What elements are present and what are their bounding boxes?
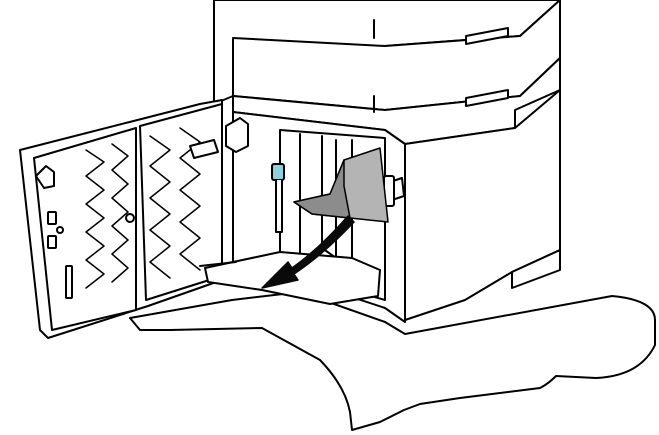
door-handle-slot	[35, 165, 55, 189]
base-plate	[129, 291, 656, 431]
door-hatch-pattern	[85, 127, 201, 289]
jammed-paper	[293, 147, 389, 223]
down-left-arrow-icon	[261, 215, 355, 289]
tray-handle-2	[465, 89, 509, 107]
door-vent-1	[47, 211, 57, 225]
door-vent-3	[65, 265, 73, 299]
printer-right-lower-panel	[511, 249, 561, 289]
blue-tab-icon	[271, 163, 285, 181]
latch-icon	[225, 117, 249, 153]
blue-tab-rod	[275, 179, 283, 233]
door-screw	[125, 213, 135, 223]
cabinet-door-panel	[33, 127, 137, 331]
door-vent-2	[47, 235, 57, 249]
tray-handle-1	[465, 27, 509, 45]
door-knob-a	[56, 226, 64, 234]
lift-plate-slot	[199, 261, 237, 267]
latch-lever	[189, 139, 219, 159]
